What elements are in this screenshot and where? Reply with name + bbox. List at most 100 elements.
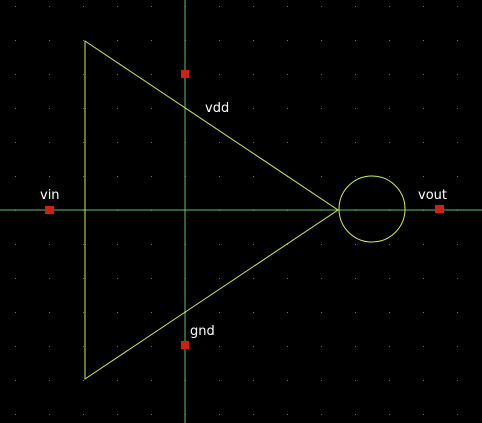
grid-dot: [321, 278, 322, 279]
grid-dot: [287, 142, 288, 143]
grid-dot: [15, 108, 16, 109]
grid-dot: [321, 74, 322, 75]
grid-dot: [321, 244, 322, 245]
vin-pin[interactable]: [45, 206, 54, 214]
grid-dot: [83, 142, 84, 143]
grid-dot: [423, 176, 424, 177]
grid-dot: [457, 346, 458, 347]
grid-dot: [287, 312, 288, 313]
grid-dot: [457, 108, 458, 109]
grid-dot: [287, 6, 288, 7]
grid-dot: [49, 6, 50, 7]
grid-dot: [321, 40, 322, 41]
grid-dot: [355, 40, 356, 41]
grid-dot: [83, 6, 84, 7]
grid-dot: [287, 414, 288, 415]
grid-dot: [321, 380, 322, 381]
grid-dot: [151, 346, 152, 347]
inverter-bubble[interactable]: [338, 175, 406, 243]
vdd-pin[interactable]: [181, 70, 189, 78]
grid-dot: [219, 346, 220, 347]
grid-dot: [117, 176, 118, 177]
grid-dot: [355, 74, 356, 75]
grid-dot: [457, 74, 458, 75]
grid-dot: [253, 380, 254, 381]
grid-dot: [287, 244, 288, 245]
grid-dot: [423, 346, 424, 347]
grid-dot: [389, 142, 390, 143]
grid-dot: [389, 414, 390, 415]
grid-dot: [219, 244, 220, 245]
grid-dot: [15, 176, 16, 177]
grid-dot: [83, 244, 84, 245]
grid-dot: [15, 312, 16, 313]
grid-dot: [253, 414, 254, 415]
grid-dot: [253, 176, 254, 177]
grid-dot: [49, 278, 50, 279]
vout-label: vout: [418, 188, 447, 203]
grid-dot: [117, 108, 118, 109]
grid-dot: [457, 6, 458, 7]
grid-dot: [15, 74, 16, 75]
grid-dot: [117, 6, 118, 7]
grid-dot: [389, 380, 390, 381]
grid-dot: [83, 312, 84, 313]
grid-dot: [423, 108, 424, 109]
grid-dot: [355, 6, 356, 7]
grid-dot: [355, 414, 356, 415]
grid-dot: [321, 346, 322, 347]
grid-dot: [355, 380, 356, 381]
grid-dot: [321, 176, 322, 177]
grid-dot: [457, 380, 458, 381]
grid-dot: [355, 244, 356, 245]
grid-dot: [49, 346, 50, 347]
grid-dot: [151, 176, 152, 177]
grid-dot: [49, 40, 50, 41]
grid-dot: [15, 244, 16, 245]
grid-dot: [117, 380, 118, 381]
grid-dot: [49, 244, 50, 245]
grid-dot: [151, 278, 152, 279]
grid-dot: [321, 414, 322, 415]
inverter-triangle[interactable]: [84, 40, 339, 380]
grid-dot: [219, 414, 220, 415]
grid-dot: [457, 40, 458, 41]
grid-dot: [117, 278, 118, 279]
grid-dot: [253, 312, 254, 313]
grid-dot: [389, 312, 390, 313]
grid-dot: [321, 6, 322, 7]
grid-dot: [321, 312, 322, 313]
grid-dot: [15, 278, 16, 279]
grid-dot: [389, 176, 390, 177]
grid-dot: [389, 74, 390, 75]
grid-dot: [423, 6, 424, 7]
grid-dot: [151, 312, 152, 313]
grid-dot: [389, 40, 390, 41]
grid-dot: [83, 40, 84, 41]
grid-dot: [15, 414, 16, 415]
grid-dot: [287, 380, 288, 381]
grid-dot: [49, 108, 50, 109]
grid-dot: [151, 40, 152, 41]
grid-dot: [15, 346, 16, 347]
gnd-pin[interactable]: [181, 341, 189, 349]
grid-dot: [49, 380, 50, 381]
grid-dot: [49, 312, 50, 313]
grid-dot: [15, 6, 16, 7]
grid-dot: [423, 40, 424, 41]
grid-dot: [219, 380, 220, 381]
grid-dot: [117, 142, 118, 143]
grid-dot: [423, 278, 424, 279]
grid-dot: [49, 176, 50, 177]
vout-pin[interactable]: [435, 205, 444, 213]
grid-dot: [219, 278, 220, 279]
grid-dot: [151, 244, 152, 245]
vdd-label: vdd: [205, 101, 229, 116]
grid-dot: [83, 380, 84, 381]
grid-dot: [151, 6, 152, 7]
grid-dot: [15, 380, 16, 381]
grid-dot: [117, 346, 118, 347]
grid-dot: [253, 346, 254, 347]
grid-dot: [151, 380, 152, 381]
